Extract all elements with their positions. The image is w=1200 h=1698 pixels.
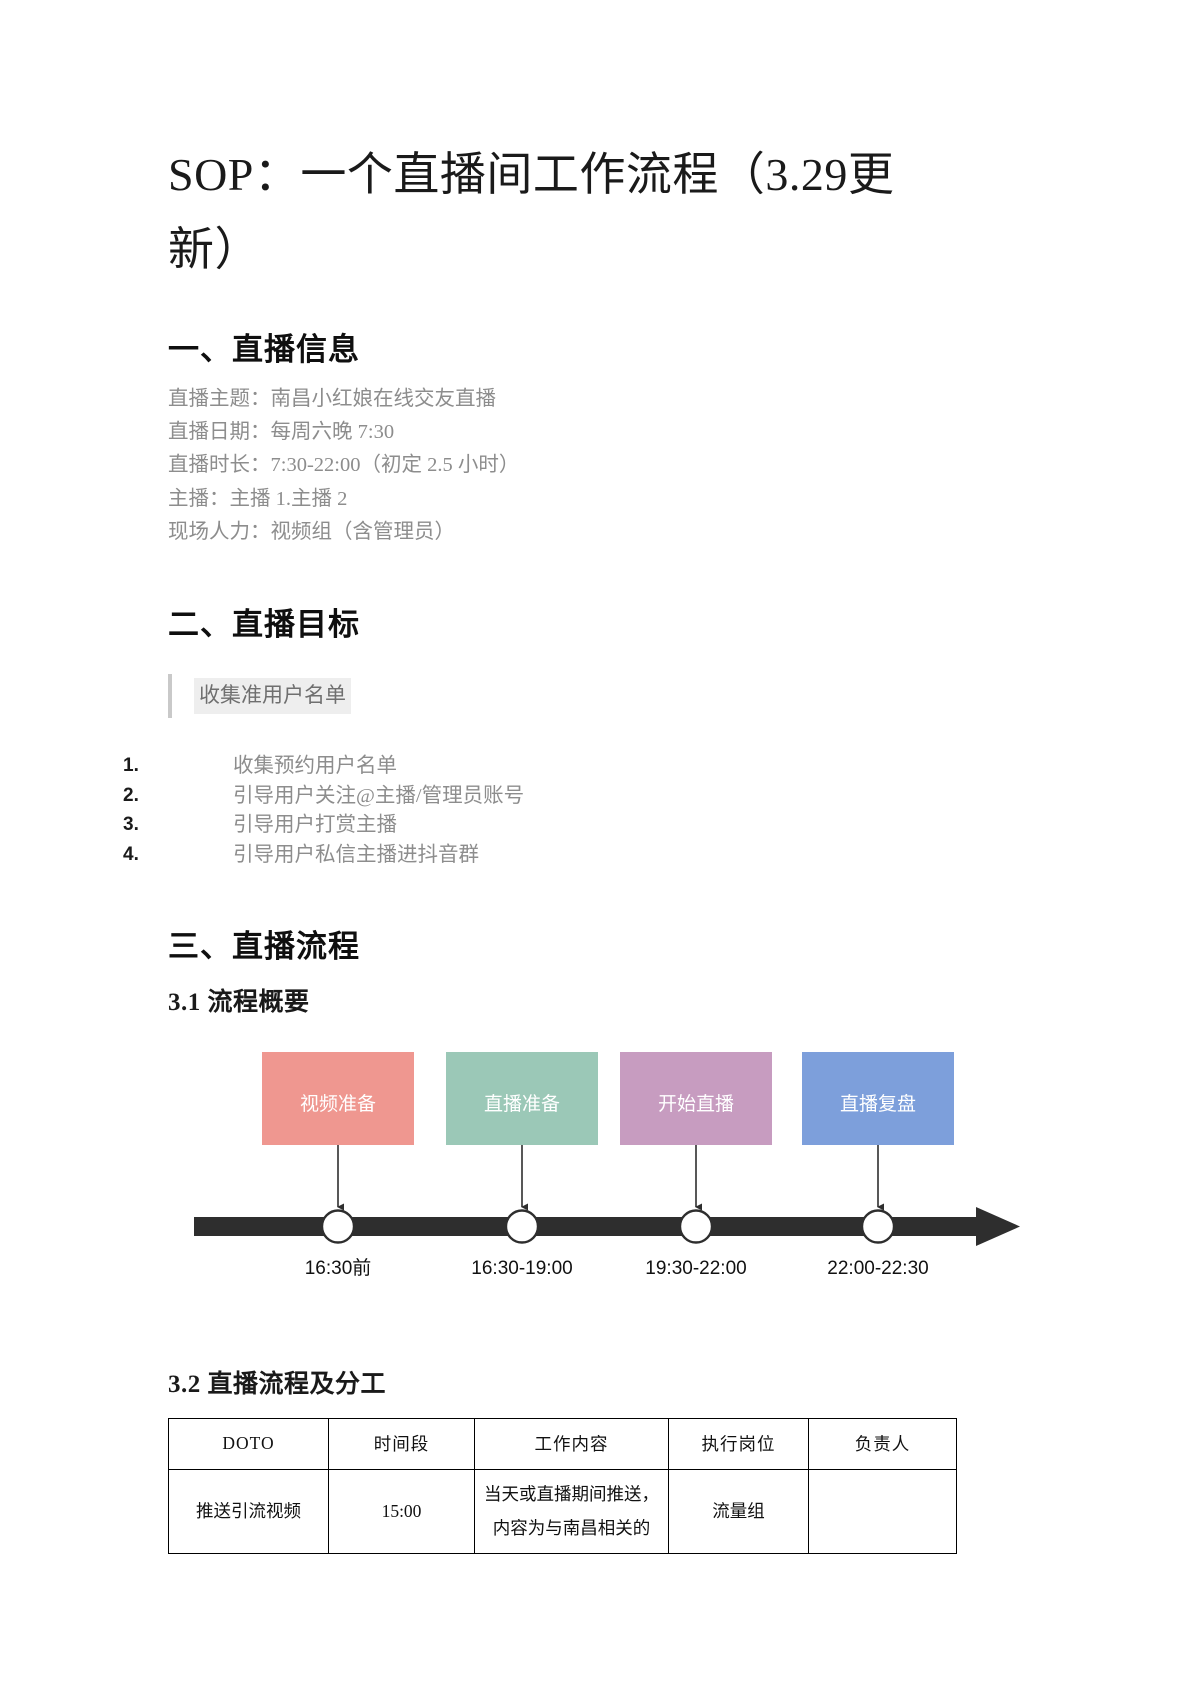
timeline-node	[678, 1209, 714, 1244]
heading-live-info: 一、直播信息	[168, 332, 360, 368]
timeline-time-label: 22:00-22:30	[827, 1258, 928, 1279]
timeline-stage-label: 开始直播	[658, 1093, 734, 1115]
info-line-topic: 直播主题：南昌小红娘在线交友直播	[168, 388, 496, 411]
timeline-axis-arrowhead	[976, 1206, 1020, 1246]
table-cell-owner	[808, 1468, 957, 1554]
flow-table: DOTO 时间段 工作内容 执行岗位 负责人 推送引流视频 15:00 当天或直…	[168, 1417, 957, 1554]
timeline-time-label: 16:30前	[305, 1257, 372, 1279]
list-item-marker: 3.	[123, 814, 139, 836]
heading-live-flow: 三、直播流程	[168, 928, 360, 964]
goal-list: 1. 收集预约用户名单 2. 引导用户关注@主播/管理员账号 3. 引导用户打赏…	[123, 718, 1003, 871]
goal-callout-text: 收集准用户名单	[194, 678, 351, 714]
table-header-cell: 执行岗位	[668, 1417, 809, 1470]
timeline-stage-label: 视频准备	[300, 1093, 376, 1115]
table-header-cell: 工作内容	[474, 1417, 669, 1470]
list-item-label: 引导用户关注@主播/管理员账号	[233, 784, 525, 807]
timeline-stage-box	[620, 1051, 772, 1145]
table-cell-doto: 推送引流视频	[168, 1468, 329, 1554]
table-cell-content-line1: 当天或直播期间推送，	[484, 1484, 659, 1505]
list-item: 2. 引导用户关注@主播/管理员账号	[123, 782, 1003, 812]
table-header-cell: 负责人	[808, 1417, 957, 1470]
heading-flow-overview: 3.1 流程概要	[168, 988, 310, 1016]
list-item-label: 引导用户私信主播进抖音群	[233, 844, 479, 867]
timeline-svg: 视频准备 直播准备 开始直播 直播复盘	[194, 1051, 1020, 1279]
page-title: SOP：一个直播间工作流程（3.29更新）	[168, 149, 895, 275]
table-cell-post: 流量组	[668, 1468, 809, 1554]
heading-flow-table: 3.2 直播流程及分工	[168, 1370, 387, 1398]
timeline-stage-label: 直播准备	[484, 1093, 560, 1115]
table-cell-time: 15:00	[328, 1468, 475, 1554]
timeline-stage-label: 直播复盘	[840, 1093, 916, 1115]
list-item: 3. 引导用户打赏主播	[123, 811, 1003, 841]
info-line-duration: 直播时长：7:30-22:00（初定 2.5 小时）	[168, 454, 520, 477]
list-item-marker: 2.	[123, 784, 139, 806]
table-header-cell: 时间段	[328, 1417, 475, 1470]
timeline-stage-box	[446, 1051, 598, 1145]
list-item-marker: 1.	[123, 755, 139, 777]
timeline-time-label: 19:30-22:00	[645, 1258, 746, 1279]
timeline-node	[320, 1209, 356, 1244]
table-row: 推送引流视频 15:00 当天或直播期间推送， 内容为与南昌相关的 流量组	[168, 1468, 957, 1554]
timeline-axis-bar	[194, 1216, 984, 1236]
table-header-cell: DOTO	[168, 1417, 329, 1470]
timeline-node	[504, 1209, 540, 1244]
document-content: SOP：一个直播间工作流程（3.29更新） 一、直播信息 直播主题：南昌小红娘在…	[123, 0, 1048, 1554]
timeline-stage-box	[802, 1051, 954, 1145]
heading-live-goal: 二、直播目标	[168, 607, 360, 643]
goal-callout: 收集准用户名单	[168, 674, 1048, 719]
info-line-date: 直播日期：每周六晚 7:30	[168, 421, 395, 444]
table-cell-content-line2: 内容为与南昌相关的	[492, 1518, 651, 1539]
table-header-row: DOTO 时间段 工作内容 执行岗位 负责人	[168, 1417, 957, 1470]
list-item-label: 引导用户打赏主播	[233, 814, 397, 837]
timeline-time-label: 16:30-19:00	[471, 1258, 572, 1279]
live-info-block: 直播主题：南昌小红娘在线交友直播 直播日期：每周六晚 7:30 直播时长：7:3…	[168, 369, 1048, 549]
info-line-staff: 现场人力：视频组（含管理员）	[168, 520, 455, 543]
flow-timeline-diagram: 视频准备 直播准备 开始直播 直播复盘	[158, 1042, 1038, 1342]
timeline-node	[860, 1209, 896, 1244]
info-line-host: 主播：主播 1.主播 2	[168, 487, 348, 510]
list-item-marker: 4.	[123, 844, 139, 866]
list-item: 1. 收集预约用户名单	[123, 752, 1003, 782]
list-item: 4. 引导用户私信主播进抖音群	[123, 841, 1003, 871]
list-item-label: 收集预约用户名单	[233, 755, 397, 778]
table-cell-content: 当天或直播期间推送， 内容为与南昌相关的	[474, 1468, 669, 1554]
timeline-stage-box	[262, 1051, 414, 1145]
